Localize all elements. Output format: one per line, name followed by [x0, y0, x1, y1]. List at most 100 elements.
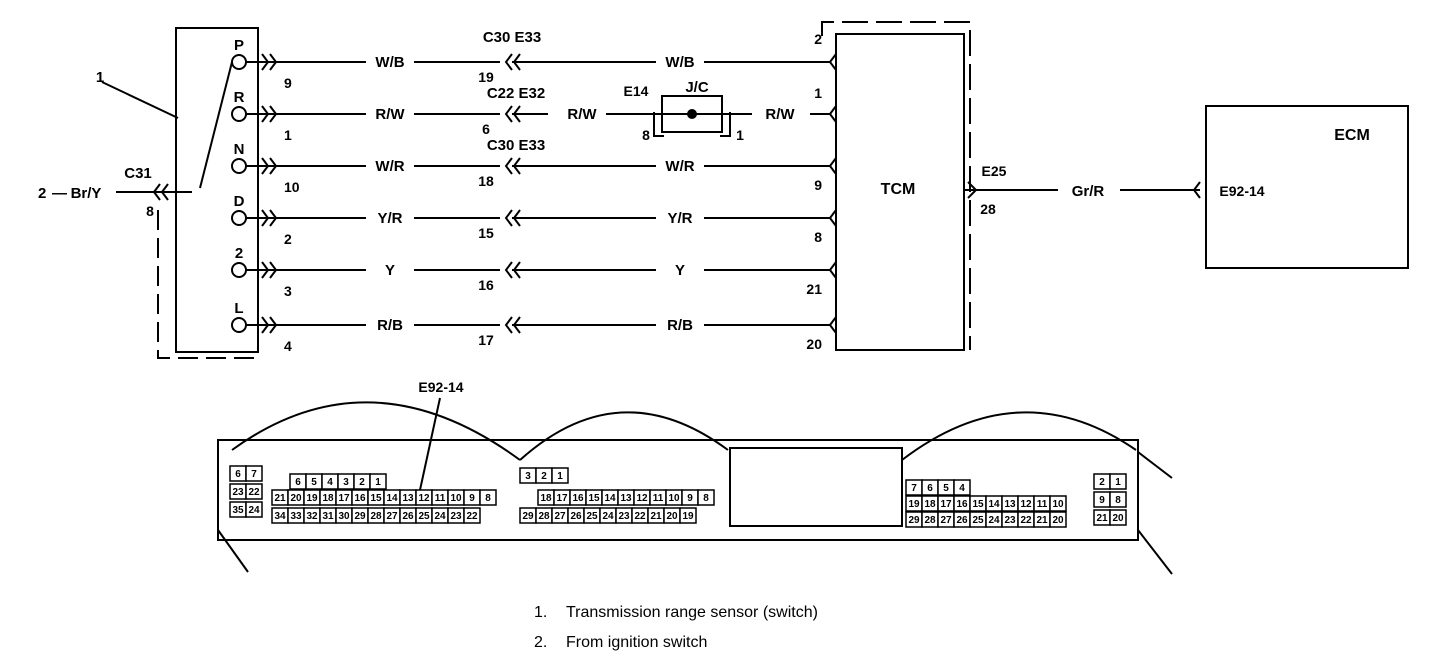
legend-text: Transmission range sensor (switch)	[566, 604, 818, 621]
jc-pin-right: 1	[736, 127, 744, 143]
connector-chevron	[504, 105, 513, 123]
b2-mid-num: 9	[469, 493, 475, 504]
jc-bracket-left	[653, 112, 664, 137]
b3-top-num: 1	[557, 471, 563, 482]
ecm-pin: E92-14	[1219, 183, 1264, 199]
sensor-position-label: P	[234, 37, 244, 54]
connector-chevron	[261, 316, 270, 334]
sensor-pin: 10	[284, 179, 300, 195]
connector-chevron	[828, 316, 837, 334]
tcm-label: TCM	[881, 181, 916, 198]
b3-mid-num: 17	[556, 493, 568, 504]
label-bg	[656, 52, 704, 72]
wire-color-left: W/B	[375, 54, 404, 71]
connector-chevron	[828, 53, 837, 71]
b2-top-num: 3	[343, 477, 349, 488]
connector-chevron	[828, 209, 837, 227]
connector-chevron	[269, 105, 278, 123]
b4-mid-num: 10	[1052, 499, 1064, 510]
b3-bot-num: 29	[522, 511, 534, 522]
callout-1-leader	[101, 81, 179, 119]
connector-chevron	[504, 53, 513, 71]
b3-bot-num: 19	[682, 511, 694, 522]
b3-bot-num: 27	[554, 511, 566, 522]
sensor-position-label: R	[234, 89, 245, 106]
b4-bot-num: 20	[1052, 515, 1064, 526]
sensor-contact	[231, 106, 247, 122]
connector-chevron	[504, 261, 513, 279]
b4-top-cell	[953, 479, 971, 496]
b4-bot-num: 24	[988, 515, 1000, 526]
b2-mid-num: 16	[354, 493, 366, 504]
connector-chevron	[261, 105, 270, 123]
b3-mid-num: 11	[653, 493, 664, 504]
c31-chevron2	[160, 183, 169, 201]
label-bg	[656, 156, 704, 176]
b5-top-num: 1	[1115, 477, 1121, 488]
legend-item-2: 2.From ignition switch	[534, 634, 707, 652]
connector-chevron	[828, 157, 837, 175]
b5-top-cell	[1109, 473, 1127, 490]
mid-connector-pin: 15	[478, 225, 494, 241]
b3-bot-num: 24	[602, 511, 614, 522]
b2-bot-num: 25	[418, 511, 430, 522]
b2-mid-num: 12	[418, 493, 430, 504]
b2-top-num: 5	[311, 477, 317, 488]
label-bg	[656, 208, 704, 228]
b4-bot-num: 22	[1020, 515, 1032, 526]
b2-bot-num: 32	[306, 511, 318, 522]
connector-chevron	[512, 209, 521, 227]
feed-pin: 8	[146, 203, 154, 219]
tcm-pin: 9	[814, 177, 822, 193]
b2-bot-num: 27	[386, 511, 398, 522]
b5-mid-cell	[1109, 491, 1127, 508]
b2-top-num: 6	[295, 477, 301, 488]
tcm-connector: E25	[982, 163, 1007, 179]
sensor-position-label: L	[234, 300, 243, 317]
ecm-wire-color: Gr/R	[1072, 183, 1105, 200]
b2-top-num: 2	[359, 477, 365, 488]
connector-chevron	[512, 261, 521, 279]
sensor-contact	[231, 262, 247, 278]
sensor-pin: 4	[284, 338, 292, 354]
connector-chevron	[512, 105, 521, 123]
wire-color-left: Y/R	[377, 210, 402, 227]
connector-chevron	[269, 209, 278, 227]
b2-bot-num: 22	[466, 511, 478, 522]
b2-mid-num: 19	[306, 493, 318, 504]
tcm-pin: 21	[806, 281, 822, 297]
connector-foot-left	[217, 529, 249, 573]
b2-bot-cell	[463, 507, 481, 524]
b2-top-cell	[369, 473, 387, 490]
b2-bot-num: 30	[338, 511, 350, 522]
connector-chevron	[261, 261, 270, 279]
b2-mid-num: 13	[402, 493, 414, 504]
label-bg	[366, 315, 414, 335]
connector-center-box	[729, 447, 903, 527]
wire-color-left: W/R	[375, 158, 404, 175]
b2-mid-cell	[479, 489, 497, 506]
b3-bot-num: 21	[650, 511, 662, 522]
sensor-shield-dashed	[157, 210, 260, 359]
b2-top-num: 1	[375, 477, 381, 488]
tcm-pin: 8	[814, 229, 822, 245]
b4-mid-num: 11	[1037, 499, 1048, 510]
b4-mid-num: 17	[940, 499, 952, 510]
b5-bot-cell	[1109, 509, 1127, 526]
b2-mid-num: 20	[290, 493, 302, 504]
connector-chevron	[828, 261, 837, 279]
b1-top-num: 6	[235, 469, 241, 480]
b3-mid-num: 13	[620, 493, 632, 504]
ecm-label: ECM	[1334, 127, 1370, 144]
connector-chevron	[504, 316, 513, 334]
wire-color-mid: R/W	[567, 106, 597, 123]
mid-connector-pin: 17	[478, 332, 494, 348]
b2-bot-num: 33	[290, 511, 302, 522]
b2-mid-num: 18	[322, 493, 334, 504]
b4-mid-cell	[1049, 495, 1067, 512]
b1-mid-num: 23	[232, 487, 244, 498]
b5-bot-num: 21	[1096, 513, 1108, 524]
b2-bot-num: 24	[434, 511, 446, 522]
b2-bot-num: 31	[322, 511, 334, 522]
ecm-connector-outline	[217, 439, 1139, 541]
